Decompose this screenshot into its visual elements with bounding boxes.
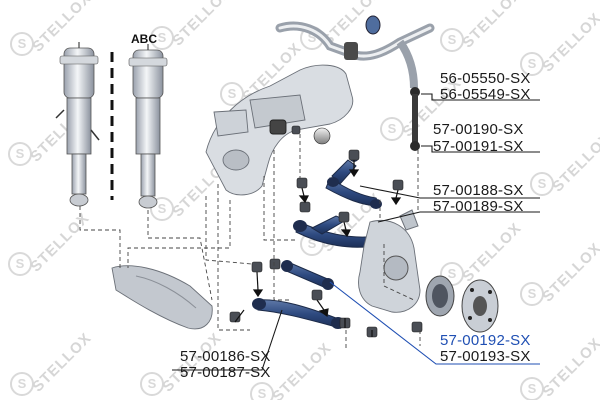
- spring-link-illustration: [111, 265, 213, 330]
- watermark-seal: S: [380, 117, 404, 141]
- watermark-seal: S: [140, 372, 164, 396]
- hub-illustration: [425, 275, 499, 333]
- watermark-seal: S: [530, 172, 554, 196]
- stabilizer-link-illustration: [410, 87, 420, 151]
- part-number-upper-arm-a: 57-00190-SX: [433, 121, 524, 138]
- bushing-set: [229, 125, 423, 338]
- watermark-seal: S: [440, 28, 464, 52]
- strut-abc-label: ABC: [131, 32, 157, 46]
- toe-link-illustration: [281, 260, 334, 290]
- part-number-stabilizer-link-b: 56-05549-SX: [440, 86, 531, 103]
- bushing-arrows: [234, 160, 402, 337]
- part-number-toe-link-a: 57-00192-SX: [440, 332, 531, 349]
- part-number-camber-arm-a: 57-00188-SX: [433, 182, 524, 199]
- watermark-seal: S: [10, 32, 34, 56]
- part-number-upper-arm-b: 57-00191-SX: [433, 138, 524, 155]
- knuckle-illustration: [358, 209, 421, 313]
- lower-arm-illustration: [252, 298, 345, 329]
- subframe-illustration: [205, 64, 354, 196]
- watermark-seal: S: [8, 252, 32, 276]
- leader-lines: [172, 93, 540, 371]
- part-number-camber-arm-b: 57-00189-SX: [433, 198, 524, 215]
- stabilizer-bar-illustration: [275, 15, 435, 89]
- watermark-seal: S: [520, 282, 544, 306]
- air-strut-abc-illustration: [128, 44, 168, 209]
- watermark-seal: S: [150, 26, 174, 50]
- air-strut-illustration: [55, 42, 100, 207]
- watermark-seal: S: [10, 372, 34, 396]
- part-number-stabilizer-link-a: 56-05550-SX: [440, 70, 531, 87]
- watermark-seal: S: [250, 382, 274, 400]
- part-number-lower-arm-b: 57-00187-SX: [180, 364, 271, 381]
- part-number-lower-arm-a: 57-00186-SX: [180, 348, 271, 365]
- assembly-lines: [79, 134, 421, 350]
- part-number-toe-link-b: 57-00193-SX: [440, 348, 531, 365]
- watermark-seal: S: [150, 197, 174, 221]
- watermark-seal: S: [8, 142, 32, 166]
- watermark-seal: S: [220, 82, 244, 106]
- watermark-seal: S: [520, 52, 544, 76]
